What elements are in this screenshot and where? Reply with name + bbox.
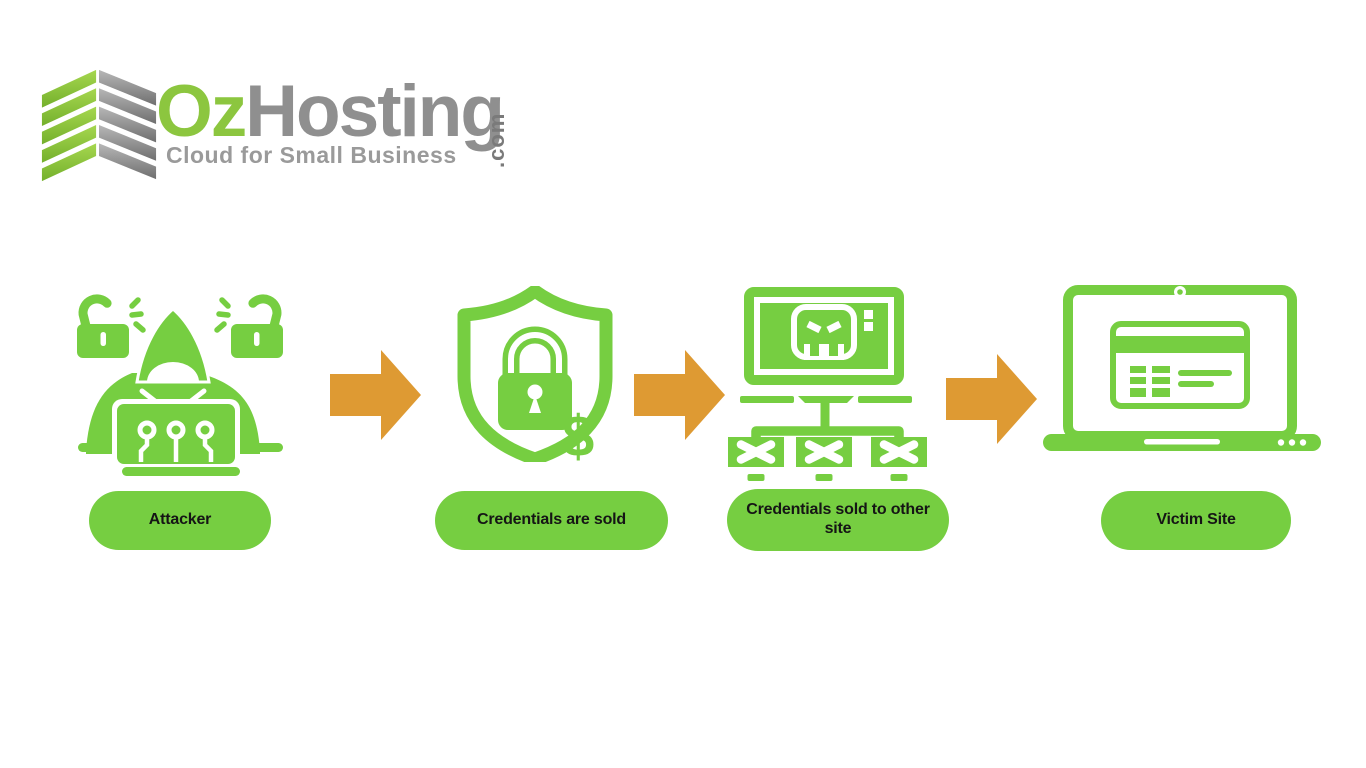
building-logo-icon — [41, 69, 157, 182]
step-label-text: Credentials sold to other site — [746, 501, 930, 537]
dollar-sign: $ — [562, 404, 595, 469]
step-label-attacker: Attacker — [89, 491, 271, 550]
step-label-text: Credentials are sold — [477, 511, 626, 529]
logo-tld: .com — [484, 112, 509, 168]
shield-padlock-icon — [457, 286, 613, 462]
logo-wordmark: OzHosting — [156, 71, 505, 152]
step-label-credentials-resold: Credentials sold to other site — [727, 489, 949, 551]
logo-tagline: Cloud for Small Business — [166, 142, 457, 168]
step-label-victim-site: Victim Site — [1101, 491, 1291, 550]
hooded-hacker-laptop-padlocks-icon — [77, 294, 283, 476]
step-label-credentials-sold: Credentials are sold — [435, 491, 668, 550]
step-label-text: Victim Site — [1156, 511, 1236, 529]
laptop-credit-card-icon — [1043, 285, 1321, 451]
logo-brand-gray: Hosting — [245, 71, 505, 152]
logo-brand-green: Oz — [156, 71, 247, 152]
step-label-text: Attacker — [148, 511, 212, 529]
right-block-arrow-icon — [634, 350, 725, 440]
right-block-arrow-icon — [330, 350, 421, 440]
right-block-arrow-icon — [946, 354, 1037, 444]
skull-monitor-network-icon — [728, 287, 927, 481]
